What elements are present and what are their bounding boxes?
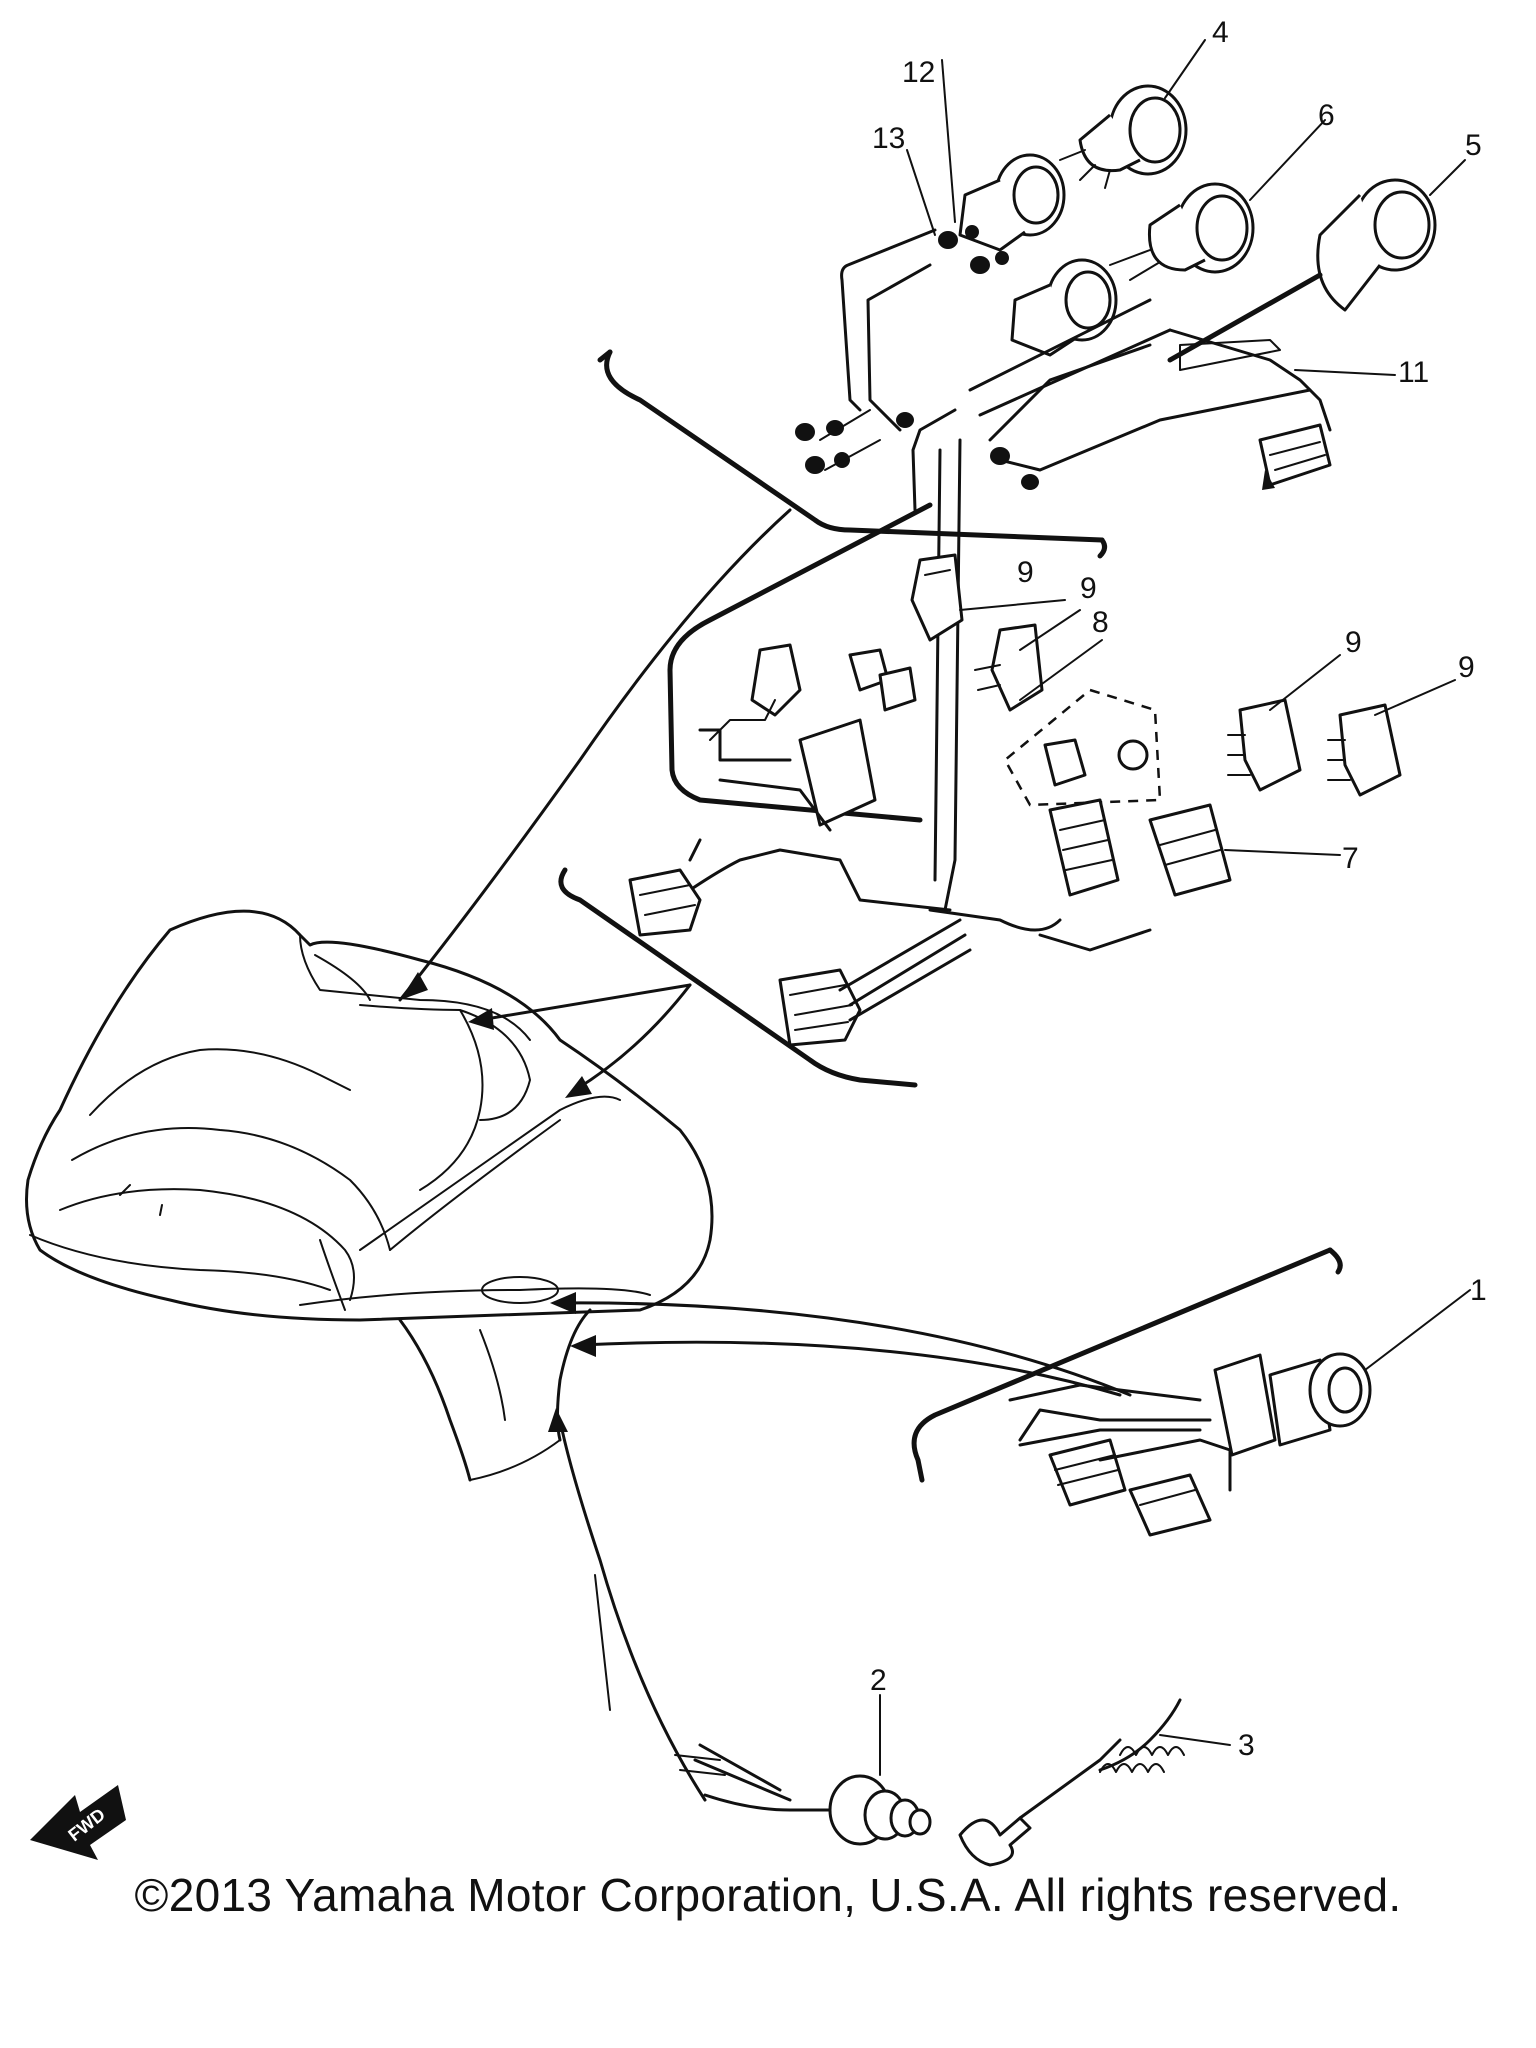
callout-13: 13 bbox=[872, 122, 905, 155]
callout-3: 3 bbox=[1238, 1729, 1255, 1762]
gauge-5 bbox=[1167, 178, 1437, 363]
switch-9d bbox=[1327, 703, 1402, 797]
upper-panel-outline bbox=[597, 349, 1108, 559]
part-8-group bbox=[1003, 688, 1162, 807]
hood-cover bbox=[25, 909, 714, 1322]
copyright-notice: ©2013 Yamaha Motor Corporation, U.S.A. A… bbox=[134, 1869, 1402, 1921]
nuts-12 bbox=[938, 225, 1009, 274]
callout-9c: 9 bbox=[1345, 626, 1362, 659]
leader-lines bbox=[879, 39, 1471, 1776]
callout-11: 11 bbox=[1398, 356, 1429, 389]
callout-1: 1 bbox=[1470, 1274, 1487, 1307]
callout-labels: 1 2 3 4 5 6 7 8 9 9 9 9 11 12 13 bbox=[870, 16, 1487, 1762]
callout-4: 4 bbox=[1212, 16, 1229, 49]
callout-6: 6 bbox=[1318, 99, 1335, 132]
hull-fairing bbox=[398, 1308, 592, 1482]
part-7-connectors bbox=[1048, 798, 1232, 897]
callout-8: 8 bbox=[1092, 606, 1109, 639]
gauge-4 bbox=[1059, 84, 1188, 189]
callout-9a: 9 bbox=[1017, 556, 1034, 589]
connector-11 bbox=[1258, 423, 1332, 490]
switch-9b bbox=[974, 623, 1044, 712]
callout-7: 7 bbox=[1342, 842, 1359, 875]
gauge-bracket-lower bbox=[1010, 258, 1118, 357]
part-2-sensor bbox=[674, 1743, 932, 1846]
switch-9c bbox=[1227, 698, 1302, 792]
callout-12: 12 bbox=[902, 56, 935, 89]
switch-panel-outline bbox=[558, 502, 933, 1088]
gauge-bracket-upper bbox=[958, 153, 1066, 252]
callout-5: 5 bbox=[1465, 129, 1482, 162]
callout-9d: 9 bbox=[1458, 651, 1475, 684]
part-3-tool bbox=[958, 1698, 1185, 1867]
switch-9a bbox=[910, 553, 964, 642]
connector-plug-main bbox=[778, 918, 972, 1047]
wire-routing-arrows bbox=[398, 508, 1132, 1802]
part-1-switch bbox=[1008, 1352, 1372, 1537]
gauge-6 bbox=[1109, 182, 1255, 281]
callout-2: 2 bbox=[870, 1664, 887, 1697]
connector-plug-left bbox=[628, 868, 702, 937]
callout-9b: 9 bbox=[1080, 572, 1097, 605]
lower-panel-outline bbox=[911, 1247, 1343, 1483]
switch-panel-components bbox=[688, 643, 1152, 952]
fwd-arrow-icon: FWD bbox=[30, 1785, 126, 1860]
